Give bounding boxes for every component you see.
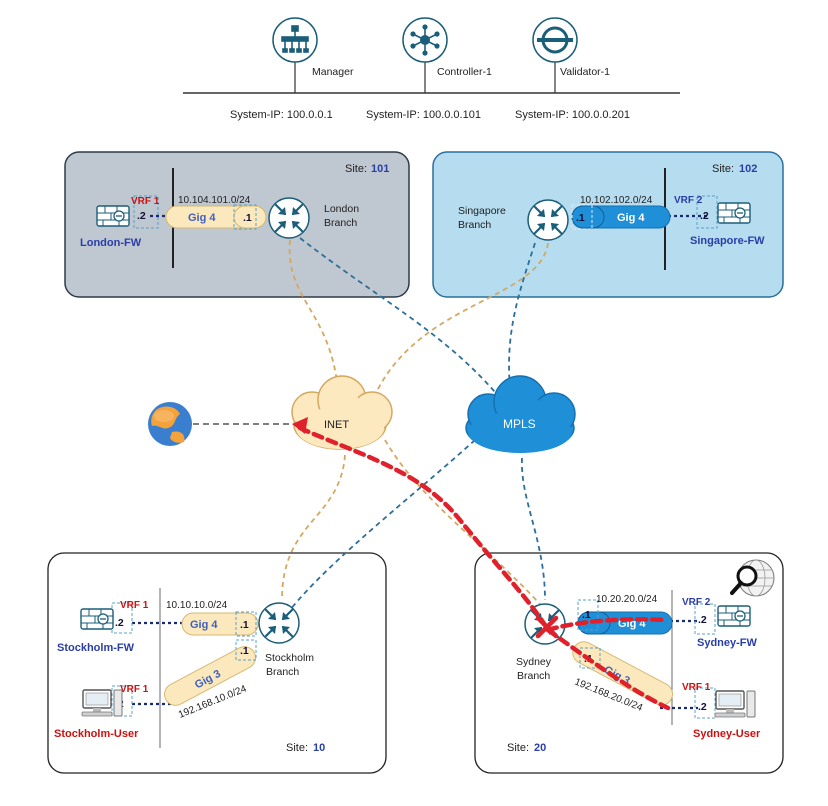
singapore-gig4-label: Gig 4 (617, 212, 645, 224)
sydney-site-id: 20 (534, 742, 546, 754)
sydney-user-ip: .2 (698, 701, 707, 713)
sydney-fw-ip: .2 (698, 614, 707, 626)
singapore-site-id: 102 (739, 163, 757, 175)
inet-link-london (288, 239, 339, 391)
stockholm-gig4-pill (181, 612, 259, 636)
london-gig4-label: Gig 4 (188, 212, 216, 224)
singapore-vrf: VRF 2 (674, 195, 703, 206)
singapore-firewall-icon (717, 202, 751, 224)
mpls-link-singapore (508, 242, 536, 389)
sydney-user-name: Sydney-User (693, 728, 761, 740)
stockholm-router-ip-gig3: .1 (240, 645, 249, 657)
stockholm-pc-icon (81, 689, 123, 717)
stockholm-gig3-pill (164, 646, 256, 706)
london-router-name-2: Branch (324, 217, 357, 229)
stockholm-vrf-fw: VRF 1 (120, 600, 149, 611)
validator-icon (532, 17, 578, 63)
inet-link-stockholm (281, 454, 346, 601)
singapore-router-name-1: Singapore (458, 205, 506, 217)
inet-cloud (291, 375, 393, 450)
controller-system-ip: System-IP: 100.0.0.101 (366, 109, 481, 121)
singapore-fw-name: Singapore-FW (690, 235, 765, 247)
sydney-site-label: Site: (507, 742, 529, 754)
stockholm-user-name: Stockholm-User (54, 728, 139, 740)
stockholm-fw-ip: .2 (115, 617, 124, 629)
mpls-link-stockholm (289, 439, 476, 611)
london-router-name-1: London (324, 203, 359, 215)
stockholm-router-ip-gig4: .1 (240, 619, 249, 631)
stockholm-site-id: 10 (313, 742, 325, 754)
london-fw-name: London-FW (80, 237, 142, 249)
singapore-fw-ip: .2 (700, 210, 709, 222)
mpls-link-sydney (521, 457, 546, 601)
sydney-router-name-1: Sydney (516, 656, 552, 668)
stockholm-vrf-user: VRF 1 (120, 684, 149, 695)
inet-link-singapore (374, 242, 549, 396)
london-site-id: 101 (371, 163, 389, 175)
validator-system-ip: System-IP: 100.0.0.201 (515, 109, 630, 121)
stockholm-subnet-fw: 10.10.10.0/24 (166, 600, 228, 611)
london-fw-ip: .2 (137, 210, 146, 222)
traffic-cross-icon (535, 615, 559, 639)
globe-icon (148, 402, 192, 446)
london-router-icon (267, 196, 311, 240)
validator-label: Validator-1 (560, 66, 610, 78)
singapore-router-icon (526, 198, 570, 242)
london-router-ip: .1 (243, 212, 252, 224)
sydney-router-name-2: Branch (517, 670, 550, 682)
sydney-firewall-icon (717, 605, 751, 627)
sydney-pc-icon (714, 690, 756, 718)
traffic-path (297, 425, 671, 711)
stockholm-site-label: Site: (286, 742, 308, 754)
inet-label: INET (324, 419, 349, 431)
mpls-label: MPLS (503, 417, 536, 431)
controller-label: Controller-1 (437, 66, 492, 78)
stockholm-fw-name: Stockholm-FW (57, 642, 135, 654)
mpls-link-london (299, 237, 496, 393)
sydney-subnet-fw: 10.20.20.0/24 (596, 594, 658, 605)
manager-system-ip: System-IP: 100.0.0.1 (230, 109, 333, 121)
manager-label: Manager (312, 66, 354, 78)
singapore-subnet: 10.102.102.0/24 (580, 195, 653, 206)
stockholm-router-name-2: Branch (266, 666, 299, 678)
controller-icon (402, 17, 448, 63)
london-vrf: VRF 1 (131, 196, 160, 207)
london-firewall-icon (96, 205, 130, 227)
traffic-arrow-head (292, 417, 308, 434)
magnifier-icon (730, 559, 775, 597)
singapore-router-name-2: Branch (458, 219, 491, 231)
singapore-router-ip: .1 (576, 212, 585, 224)
stockholm-firewall-icon (80, 608, 114, 630)
stockholm-router-icon (257, 601, 301, 645)
mpls-cloud (465, 375, 576, 453)
sydney-vrf-user: VRF 1 (682, 682, 711, 693)
singapore-site-label: Site: (712, 163, 734, 175)
stockholm-router-name-1: Stockholm (265, 652, 314, 664)
sydney-router-ip-gig4: .1 (582, 609, 591, 621)
sydney-vrf-fw: VRF 2 (682, 597, 711, 608)
stockholm-gig4-label: Gig 4 (190, 619, 218, 631)
london-site-label: Site: (345, 163, 367, 175)
sydney-fw-name: Sydney-FW (697, 637, 758, 649)
london-subnet: 10.104.101.0/24 (178, 195, 251, 206)
manager-icon (272, 17, 318, 63)
